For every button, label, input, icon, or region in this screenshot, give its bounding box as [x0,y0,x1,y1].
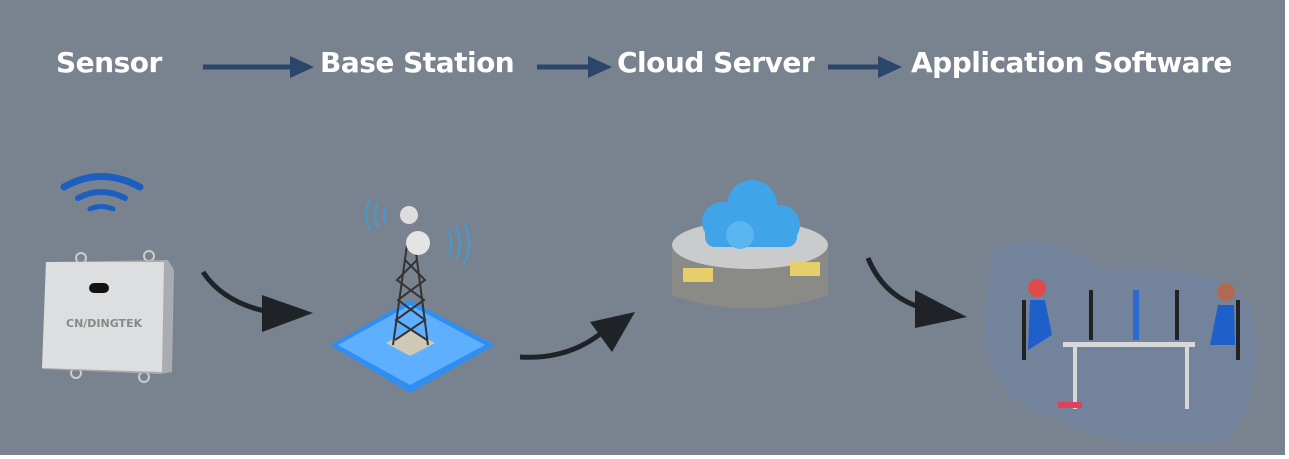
cell-tower-icon [330,199,495,393]
curved-arrow-2 [519,312,635,360]
curved-arrow-3 [865,257,967,328]
sensor-device-icon: CN/DINGTEK [42,250,174,383]
office-workers-icon [985,241,1257,445]
step-label-sensor: Sensor [56,46,162,79]
device-brand-logo: CN/DINGTEK [66,317,143,330]
header-arrow-1 [203,56,314,78]
curved-arrow-1 [200,270,313,332]
step-label-application-software: Application Software [911,46,1232,79]
step-label-cloud-server: Cloud Server [617,46,815,79]
wifi-icon [60,173,144,212]
header-arrow-3 [828,56,902,78]
header-arrow-2 [537,56,612,78]
step-label-base-station: Base Station [320,46,515,79]
cloud-server-icon [672,180,828,309]
